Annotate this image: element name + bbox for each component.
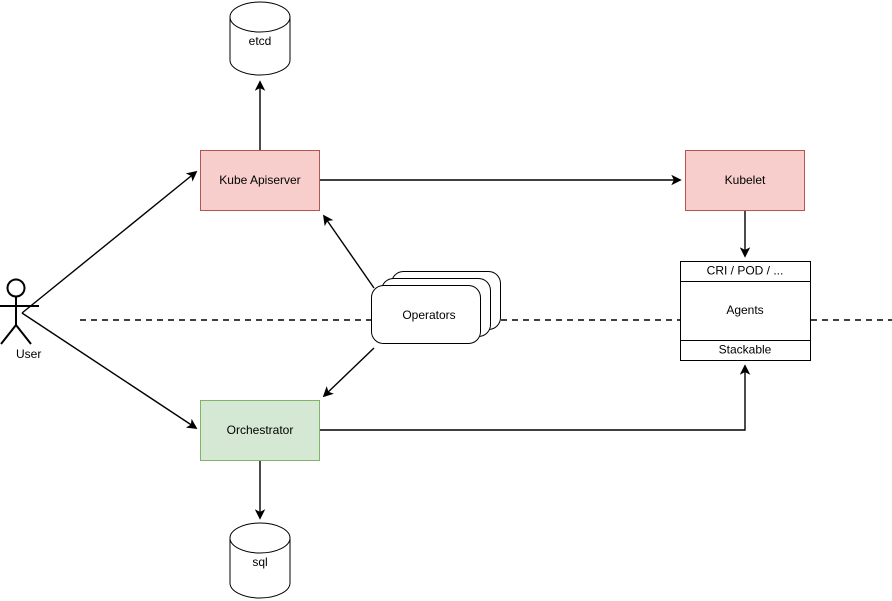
node-operators[interactable]: Operators (371, 271, 501, 344)
node-etcd[interactable]: etcd (229, 1, 291, 76)
edge-user-to-kube-apiserver (21, 170, 198, 314)
sql-label: sql (252, 555, 267, 569)
node-kubelet[interactable]: Kubelet (685, 150, 805, 211)
node-orchestrator[interactable]: Orchestrator (200, 400, 320, 461)
etcd-cylinder-body (229, 16, 291, 76)
kube-apiserver-box (200, 150, 320, 211)
user-leg-right-icon (15, 324, 32, 345)
etcd-label: etcd (249, 34, 272, 48)
sql-cylinder-top (229, 522, 291, 554)
user-head-icon (6, 278, 26, 298)
agents-box (680, 261, 811, 361)
orchestrator-label: Orchestrator (227, 423, 294, 437)
orchestrator-box (200, 400, 320, 461)
node-sql[interactable]: sql (229, 522, 291, 599)
etcd-cylinder-top (229, 1, 291, 33)
agents-body-label: Agents (726, 303, 763, 317)
kubelet-box (685, 150, 805, 211)
edge-orchestrator-to-stackable (320, 364, 751, 431)
agents-header-label: CRI / POD / ... (707, 264, 784, 278)
kubelet-label: Kubelet (725, 173, 766, 187)
kube-apiserver-label: Kube Apiserver (219, 173, 300, 187)
operators-card-front (371, 285, 481, 344)
user-leg-left-icon (0, 324, 17, 345)
agents-footer-label: Stackable (719, 343, 772, 357)
node-agents[interactable]: CRI / POD / ... Agents Stackable (680, 261, 811, 361)
node-kube-apiserver[interactable]: Kube Apiserver (200, 150, 320, 211)
edge-operators-to-orchestrator (322, 347, 375, 398)
operators-label: Operators (402, 308, 455, 322)
sql-cylinder-body (229, 537, 291, 599)
edge-user-to-orchestrator (21, 312, 198, 429)
edge-operators-to-kube-apiserver (323, 214, 375, 289)
node-user[interactable]: User (0, 278, 41, 362)
user-label: User (16, 347, 41, 361)
